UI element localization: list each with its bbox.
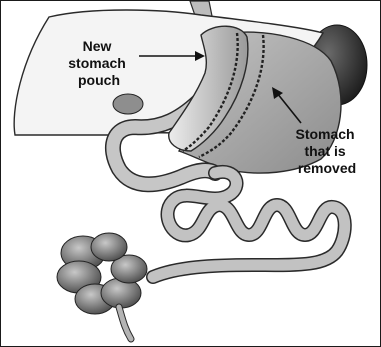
pouch-label-line-2: stomach (68, 55, 126, 71)
removed-label-line-3: removed (298, 160, 356, 176)
large-intestine (57, 233, 147, 314)
pouch-label-line-1: New (83, 38, 112, 54)
removed-label: Stomach that is removed (295, 126, 358, 176)
removed-label-line-1: Stomach (295, 126, 354, 142)
gallbladder (113, 94, 143, 114)
pouch-label-line-3: pouch (78, 72, 120, 88)
removed-label-line-2: that is (304, 143, 345, 159)
